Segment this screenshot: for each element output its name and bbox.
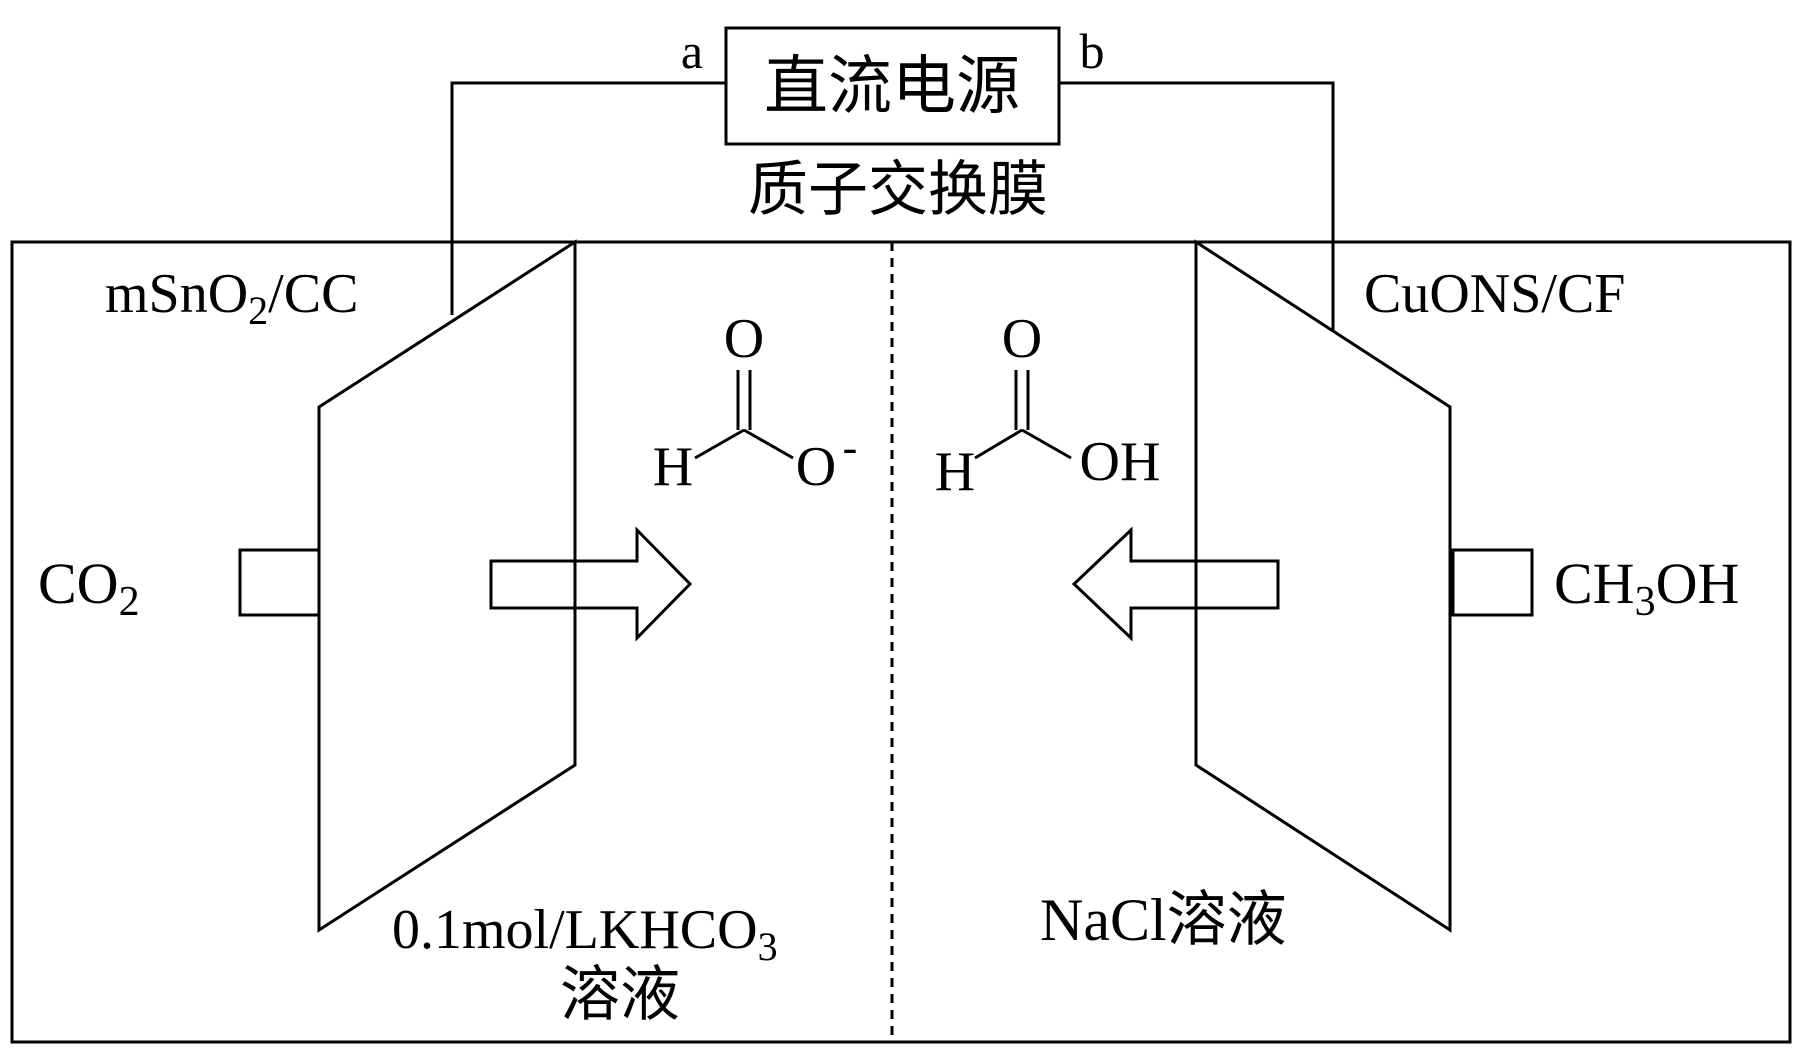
formate-structure: O H O - [653,308,858,498]
power-supply-box [724,26,1061,146]
right-electrode-label: CuONS/CF [1364,263,1625,325]
left-electrode-label: mSnO2/CC [105,263,358,333]
formic-acid-o-top: O [1002,308,1042,370]
formate-o: O [796,436,836,498]
left-electrode [317,239,577,933]
co2-label: CO2 [38,551,140,625]
left-product-arrow [489,526,693,642]
wire-b [1059,81,1335,330]
formate-bond-o [743,428,794,460]
terminal-a-label: a [681,23,703,79]
left-solution-label-line2: 溶液 [560,962,680,1028]
formic-acid-h: H [935,441,975,503]
formate-charge: - [843,423,858,472]
formic-acid-bond-oh [1021,428,1072,460]
formic-acid-structure: O H OH [935,308,1161,503]
ch3oh-inlet [1451,548,1534,617]
right-solution-label: NaCl溶液 [1040,887,1287,953]
formate-h: H [653,436,693,498]
formate-o-top: O [724,308,764,370]
co2-inlet [238,548,321,617]
ch3oh-label: CH3OH [1554,551,1739,625]
wire-a [450,81,726,315]
formic-acid-oh: OH [1080,431,1161,493]
formic-acid-bond-h [974,428,1023,460]
left-solution-label: 0.1mol/LKHCO3 [392,899,778,969]
electrolytic-tank [10,240,1792,1044]
terminal-b-label: b [1080,23,1105,79]
membrane-label: 质子交换膜 [748,157,1048,223]
power-supply-label: 直流电源 [764,51,1020,122]
right-product-arrow [1071,526,1280,642]
right-electrode [1194,239,1452,933]
formate-bond-h [694,428,745,460]
